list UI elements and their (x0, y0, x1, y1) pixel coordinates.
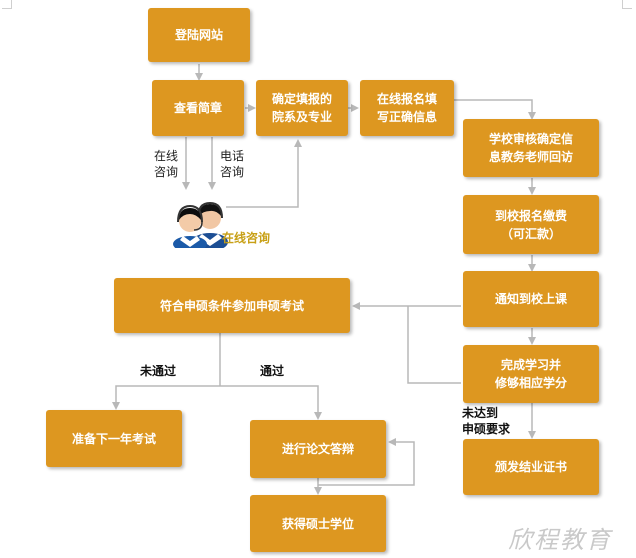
label-online-consult-caption: 在线咨询 (222, 231, 271, 245)
box-online-register: 在线报名填 写正确信息 (360, 80, 454, 136)
arrow-degree-loop-to-defense (318, 438, 415, 486)
box-login: 登陆网站 (148, 8, 250, 62)
crop-mark-top-left (2, 0, 12, 9)
box-complete-credits: 完成学习并 修够相应学分 (463, 345, 599, 403)
box-get-degree: 获得硕士学位 (250, 495, 386, 552)
label-not-passed: 未通过 (140, 364, 177, 378)
box-next-year-exam: 准备下一年考试 (46, 410, 182, 467)
box-choose-major: 确定填报的 院系及专业 (256, 80, 348, 136)
label-passed: 通过 (260, 364, 285, 378)
box-view-guide: 查看简章 (152, 80, 244, 136)
customer-service-agents-icon (173, 201, 228, 248)
arrow-consult-to-major (226, 139, 302, 208)
label-requirement-not-met: 未达到 申硕要求 (462, 406, 511, 436)
box-pay-fee: 到校报名缴费 （可汇款） (463, 195, 599, 254)
arrow-complete-to-exam (407, 306, 461, 384)
box-notify-class: 通知到校上课 (463, 271, 599, 327)
watermark-logo: 欣程教育 (508, 526, 612, 554)
box-school-review: 学校审核确定信 息教务老师回访 (463, 119, 599, 177)
box-certificate: 颁发结业证书 (463, 439, 599, 495)
box-thesis-defense: 进行论文答辩 (250, 420, 386, 478)
box-qualified-exam: 符合申硕条件参加申硕考试 (114, 278, 350, 333)
arrow-exam-to-defense (220, 385, 322, 420)
arrow-register-to-review (454, 99, 536, 120)
label-phone-consult-branch: 电话 咨询 (220, 149, 245, 179)
arrow-exam-to-next-year (112, 385, 220, 410)
crop-mark-top-right (622, 0, 632, 9)
label-online-consult-branch: 在线 咨询 (154, 149, 179, 179)
